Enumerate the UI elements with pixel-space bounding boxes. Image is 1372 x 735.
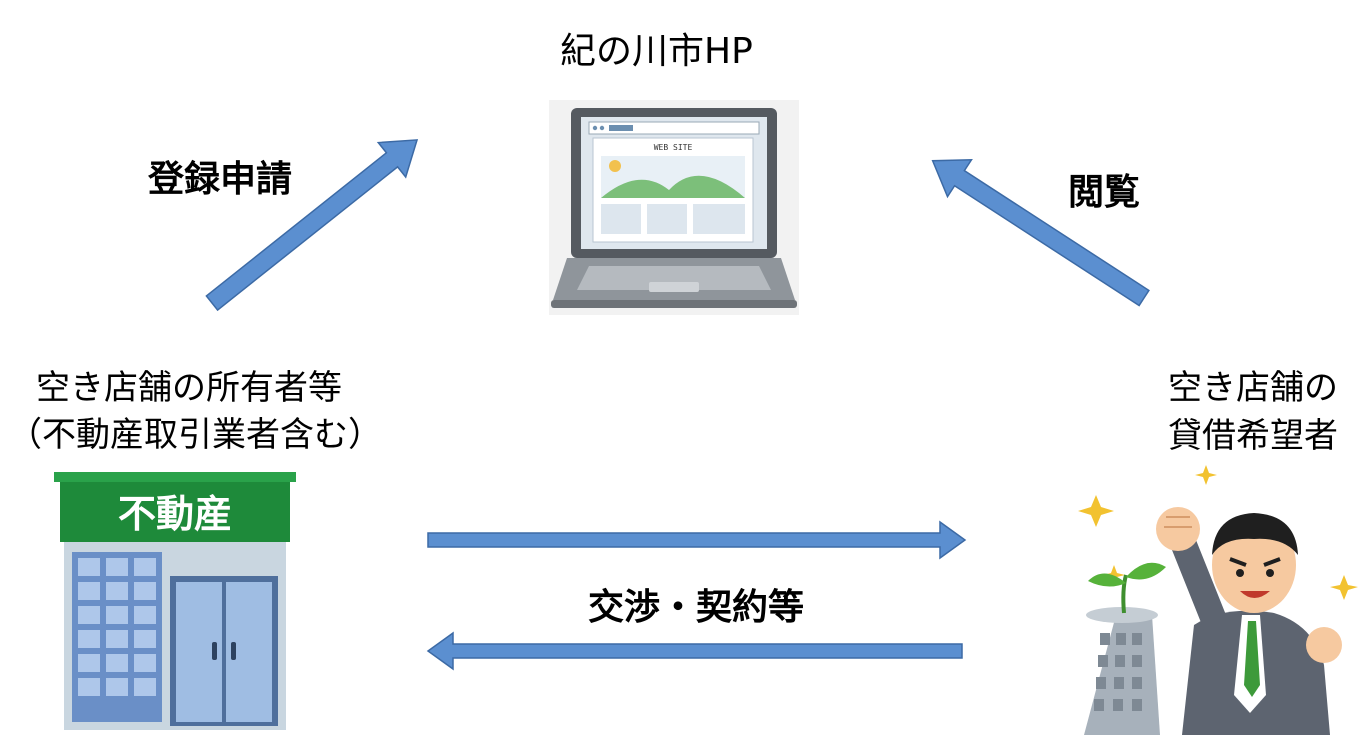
arrow-browse — [931, 158, 1150, 307]
laptop-screen-text: WEB SITE — [654, 143, 693, 152]
site-title: 紀の川市HP — [560, 31, 753, 72]
seeker-label-line2: 貸借希望者 — [1168, 416, 1338, 456]
businessman-icon — [1078, 465, 1358, 735]
shop-sign-text: 不動産 — [118, 492, 232, 536]
owner-label-line1: 空き店舗の所有者等 — [36, 368, 342, 408]
register-label: 登録申請 — [148, 159, 293, 200]
browse-label: 閲覧 — [1068, 172, 1141, 213]
arrow-negotiate-right — [427, 520, 967, 560]
laptop-icon: WEB SITE — [549, 100, 799, 315]
owner-label-line2: （不動産取引業者含む） — [8, 415, 382, 455]
real-estate-shop-icon: 不動産 — [54, 472, 296, 730]
arrow-register — [205, 139, 419, 312]
arrow-negotiate-left — [426, 631, 963, 671]
negotiate-label: 交渉・契約等 — [588, 587, 805, 628]
seeker-label-line1: 空き店舗の — [1168, 368, 1338, 408]
